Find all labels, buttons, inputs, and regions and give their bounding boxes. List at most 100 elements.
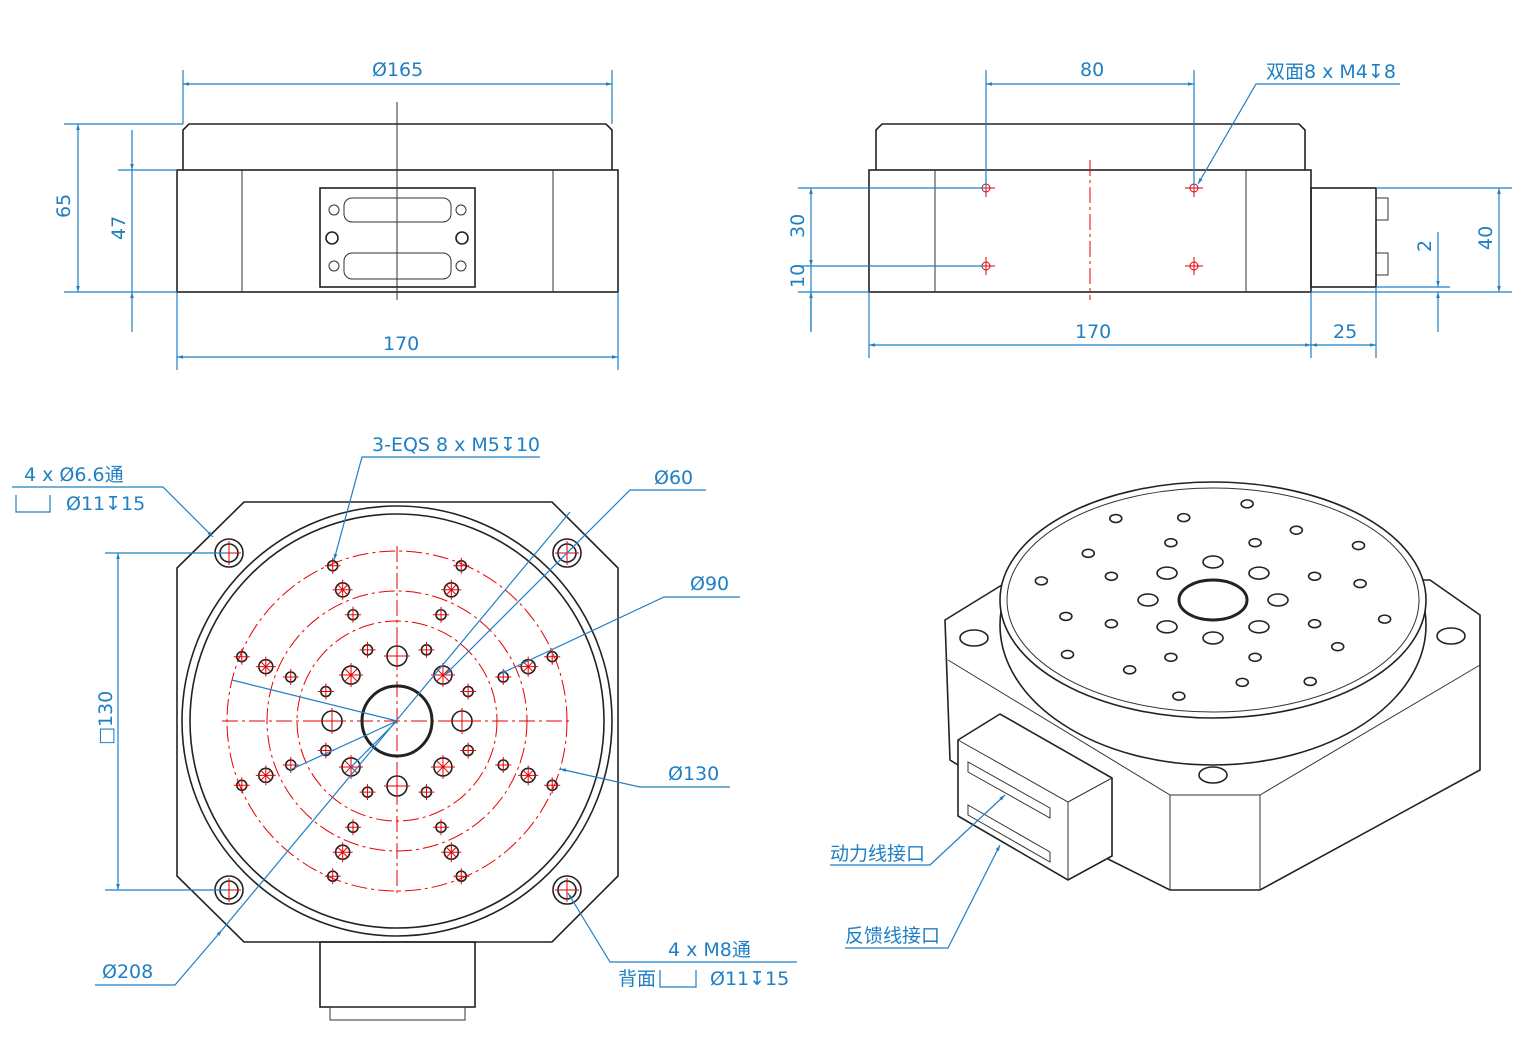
iso-hole [1353,578,1367,589]
dia-60-label: Ø60 [654,467,693,489]
iso-hole [1267,593,1289,607]
counterbore [552,538,582,568]
dim-30-label: 30 [787,214,809,238]
center-mark [433,606,450,623]
iso-hole [1248,566,1270,580]
center-mark [453,868,470,885]
center-mark [332,579,353,600]
iso-hole [1307,571,1322,582]
center-mark [359,641,376,658]
center-mark [317,683,334,700]
mount-holes-callout-2: Ø11↧15 [66,493,145,515]
center-mark [384,773,410,799]
center-mark [319,708,345,734]
side-view: 80 双面8 x M4↧8 30 10 170 25 2 40 [787,59,1512,358]
iso-hole [1081,548,1096,559]
center-mark [495,668,512,685]
top-view: 4 x Ø6.6通 Ø11↧15 3-EQS 8 x M5↧10 Ø60 Ø90… [12,434,797,1021]
iso-hole [1377,614,1392,624]
dim-10-label: 10 [787,264,809,288]
feedback-port-label: 反馈线接口 [845,925,940,947]
center-mark [544,648,561,665]
center-mark [384,643,410,669]
square-130-label: □130 [95,691,117,745]
dia-90-label: Ø90 [690,573,729,595]
iso-hole [1108,513,1123,524]
iso-connector-box [957,713,1113,881]
center-mark [460,742,477,759]
center-mark [518,765,539,786]
center-mark [418,784,435,801]
iso-hole [1330,641,1345,652]
center-mark [359,784,376,801]
iso-hole [1104,618,1119,629]
back-holes-callout-2: Ø11↧15 [710,968,789,990]
iso-hole [1248,652,1262,663]
center-mark [441,842,462,863]
iso-hole [1137,593,1159,607]
iso-hole [1164,537,1178,548]
mount-holes-callout-1: 4 x Ø6.6通 [24,464,124,486]
height-47-label: 47 [108,216,130,240]
center-mark [317,742,334,759]
center-mark [453,557,470,574]
center-mark [324,557,341,574]
center-mark [255,765,276,786]
iso-hole [1156,566,1178,580]
front-view: Ø165 65 47 170 [53,59,619,370]
center-mark [433,819,450,836]
center-mark [449,708,475,734]
center-mark [332,842,353,863]
dim-40-label: 40 [1475,226,1497,250]
iso-hole [1060,649,1075,660]
back-holes-callout-1: 4 x M8通 [668,939,751,961]
center-mark [544,777,561,794]
iso-hole [1248,620,1270,634]
center-mark [344,606,361,623]
iso-hole [1202,631,1224,645]
side-width-170-label: 170 [1075,321,1111,343]
height-65-label: 65 [53,194,75,218]
dim-2-label: 2 [1414,240,1436,252]
center-mark [233,777,250,794]
iso-hole [1307,618,1322,629]
counterbore [552,875,582,905]
iso-hole [1059,611,1073,622]
back-holes-prefix: 背面 [618,968,656,990]
center-mark [430,754,455,779]
iso-hole [1164,652,1178,663]
center-mark [460,683,477,700]
side-hole-callout: 双面8 x M4↧8 [1266,61,1396,83]
dia-208-label: Ø208 [102,961,153,983]
width-170-label: 170 [383,333,419,355]
iso-hole [1202,555,1224,569]
iso-hole [1289,525,1304,535]
iso-hole [1034,576,1049,586]
center-mark [495,757,512,774]
iso-hole [1240,499,1254,509]
eqs-callout: 3-EQS 8 x M5↧10 [372,434,540,456]
iso-hole [1176,512,1191,523]
center-mark [233,648,250,665]
iso-hole [1104,571,1119,582]
isometric-view: 动力线接口 反馈线接口 [830,481,1481,949]
dia-130-label: Ø130 [668,763,719,785]
center-mark [555,878,579,902]
iso-hole [1303,676,1318,687]
iso-hole [1235,677,1250,688]
iso-hole [1248,537,1262,548]
center-mark [518,656,539,677]
connector-depth-25-label: 25 [1333,321,1357,343]
dia-165-label: Ø165 [372,59,423,81]
center-mark [1185,257,1203,275]
center-mark [255,656,276,677]
center-mark [339,663,364,688]
center-mark [282,757,299,774]
center-mark [418,641,435,658]
center-mark [282,668,299,685]
spacing-80-label: 80 [1080,59,1104,81]
center-mark [441,579,462,600]
center-mark [344,819,361,836]
iso-hole [1122,665,1137,675]
